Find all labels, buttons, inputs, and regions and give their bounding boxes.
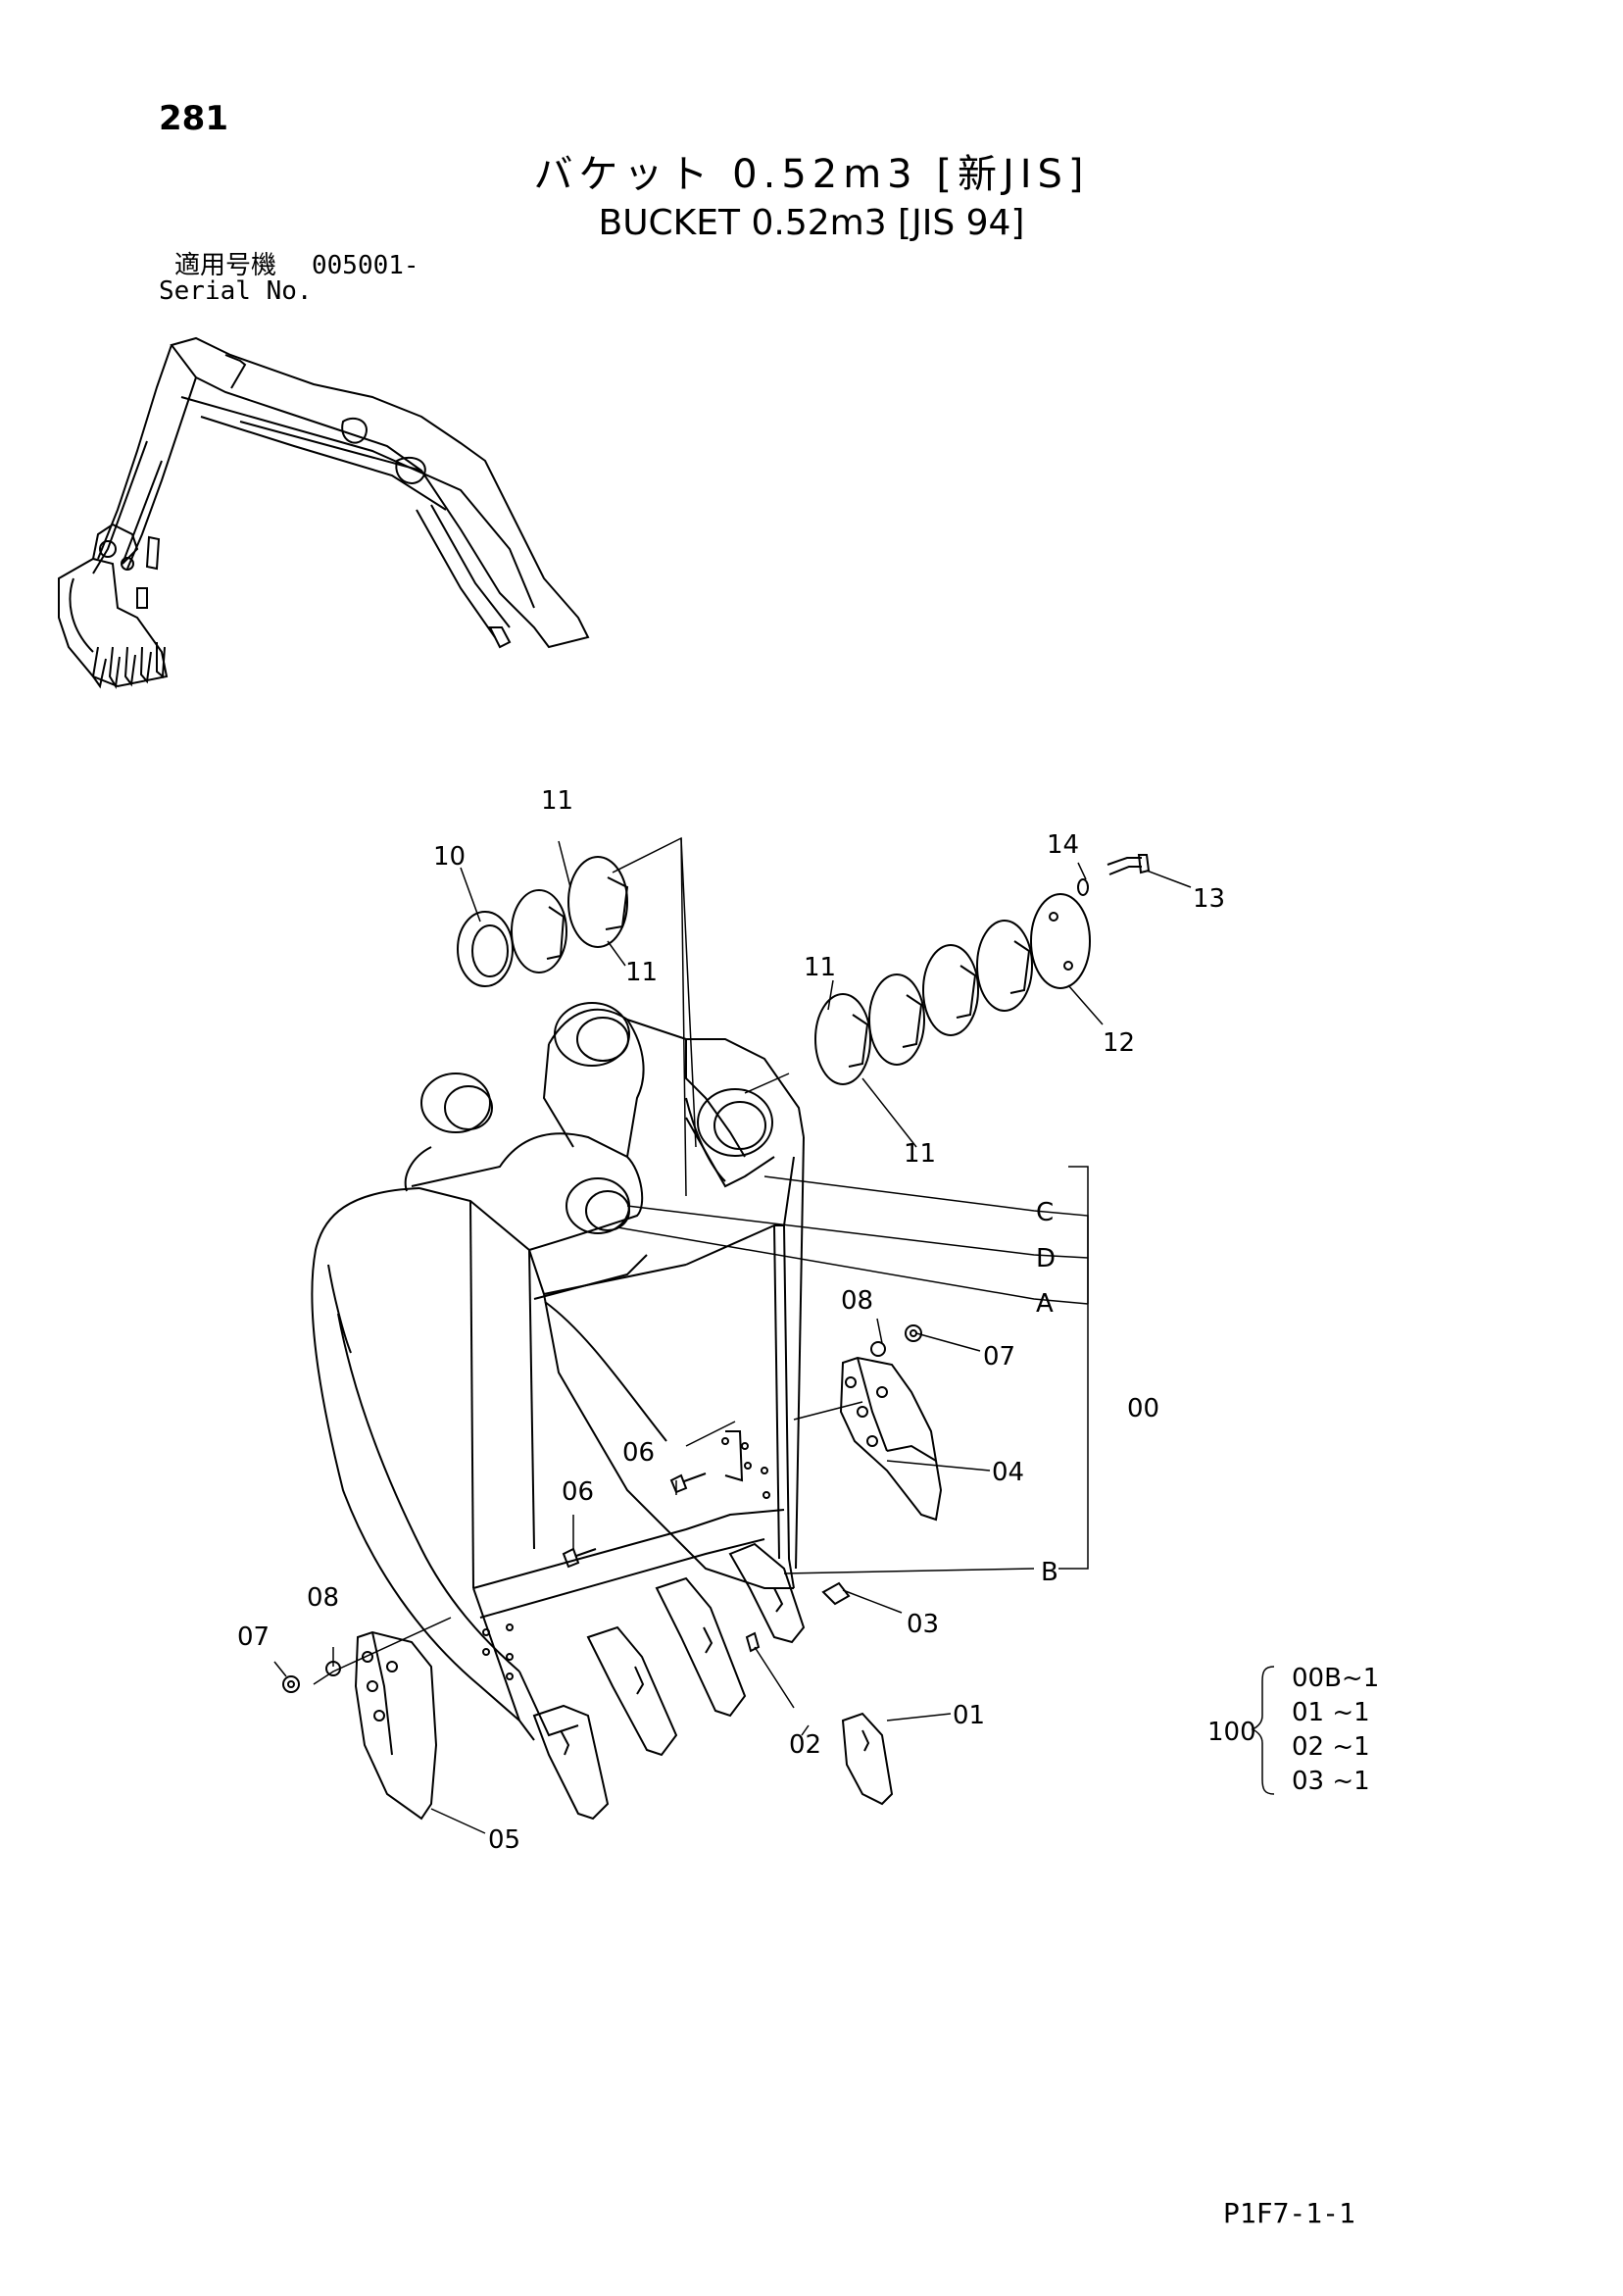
- document-code: P1F7-1-1: [1223, 2197, 1355, 2229]
- callout-05: 05: [488, 1825, 520, 1855]
- bucket-teeth: [532, 1542, 806, 1821]
- side-cutter-05: [354, 1630, 438, 1821]
- callout-D: D: [1036, 1244, 1056, 1273]
- serial-label-english: Serial No.: [159, 276, 313, 306]
- callout-10: 10: [433, 842, 466, 872]
- callout-06-upper: 06: [622, 1438, 655, 1468]
- pin-shims-left: [457, 856, 629, 987]
- callout-C: C: [1036, 1198, 1054, 1227]
- callout-00: 00: [1127, 1394, 1159, 1423]
- pin-shims-right: [814, 893, 1091, 1085]
- callout-13: 13: [1193, 884, 1225, 914]
- bolt-13-washer-14: [1077, 854, 1151, 896]
- callout-03: 03: [907, 1610, 939, 1639]
- kit-bracket: [1251, 1666, 1275, 1795]
- excavator-boom-illustration: [58, 336, 590, 689]
- side-cutter-04: [839, 1356, 943, 1522]
- callout-14: 14: [1047, 830, 1079, 860]
- serial-label-japanese: 適用号機: [174, 251, 277, 280]
- callout-06-lower: 06: [562, 1477, 594, 1507]
- bucket-body: [311, 1002, 805, 1741]
- callout-B: B: [1041, 1558, 1058, 1587]
- kit-item-1: 00B~1: [1292, 1664, 1379, 1693]
- kit-item-4: 03 ~1: [1292, 1767, 1370, 1796]
- callout-A: A: [1036, 1289, 1054, 1319]
- callout-11-c: 11: [804, 953, 836, 982]
- fasteners: [282, 1324, 922, 1806]
- callout-11-a: 11: [541, 786, 573, 816]
- callout-11-b: 11: [625, 958, 658, 987]
- callout-labels: 10 11 11 11 11 12 13 14 C D A 00 B 08 07…: [237, 786, 1379, 1855]
- title-english: BUCKET 0.52m3 [JIS 94]: [598, 203, 1025, 243]
- callout-08-right: 08: [841, 1286, 873, 1316]
- serial-number-value: 005001-: [312, 251, 419, 280]
- kit-number: 100: [1207, 1718, 1256, 1747]
- callout-11-d: 11: [904, 1139, 936, 1169]
- page-number: 281: [159, 99, 228, 138]
- callout-04: 04: [992, 1458, 1024, 1487]
- leader-lines: [273, 836, 1192, 1834]
- callout-12: 12: [1103, 1028, 1135, 1058]
- kit-item-2: 01 ~1: [1292, 1698, 1370, 1727]
- callout-07-right: 07: [983, 1342, 1015, 1372]
- callout-02: 02: [789, 1730, 821, 1760]
- callout-07-left: 07: [237, 1622, 270, 1652]
- callout-08-left: 08: [307, 1583, 339, 1613]
- title-japanese: バケット 0.52m3 [新JIS]: [533, 152, 1090, 197]
- callout-01: 01: [953, 1701, 985, 1730]
- kit-item-3: 02 ~1: [1292, 1732, 1370, 1762]
